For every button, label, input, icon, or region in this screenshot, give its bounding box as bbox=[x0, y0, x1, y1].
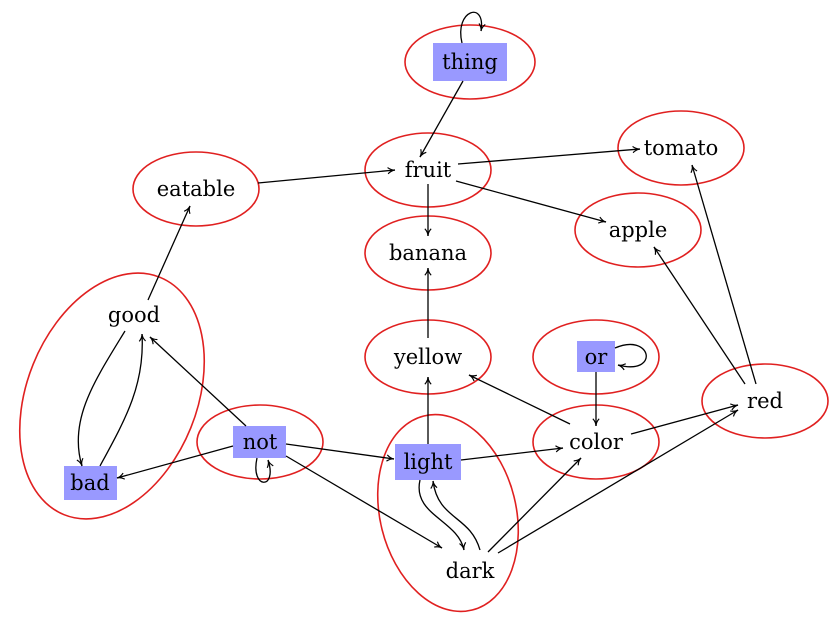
edge-color-red bbox=[630, 403, 739, 435]
node-red: red bbox=[747, 389, 783, 413]
edge-dark-red bbox=[497, 409, 739, 554]
ellipse-good-bad-group bbox=[18, 272, 206, 520]
ellipse-thing bbox=[404, 24, 536, 100]
edge-thing-fruit bbox=[419, 80, 464, 158]
ellipse-red bbox=[701, 363, 829, 439]
node-bad: bad bbox=[70, 471, 109, 495]
edge-good-eatable bbox=[147, 205, 191, 301]
edges bbox=[76, 11, 757, 554]
node-or: or bbox=[585, 345, 609, 369]
edge-not-self bbox=[255, 457, 274, 483]
edge-bad-good bbox=[99, 333, 146, 467]
edge-not-bad bbox=[116, 445, 234, 480]
node-labels: thing fruit tomato eatable banana apple … bbox=[70, 50, 783, 583]
node-yellow: yellow bbox=[393, 345, 462, 369]
ellipse-not bbox=[196, 404, 324, 480]
node-fruit: fruit bbox=[405, 158, 452, 182]
highlight-boxes bbox=[64, 43, 615, 500]
edge-not-light bbox=[285, 443, 395, 462]
node-color: color bbox=[569, 430, 624, 454]
edge-not-good bbox=[149, 336, 247, 427]
edge-fruit-apple bbox=[455, 180, 607, 224]
box-thing bbox=[433, 43, 507, 81]
edge-dark-color bbox=[487, 457, 582, 553]
node-not: not bbox=[243, 430, 278, 454]
edge-or-self bbox=[614, 343, 647, 371]
node-banana: banana bbox=[389, 241, 467, 265]
node-tomato: tomato bbox=[644, 136, 719, 160]
edge-red-apple bbox=[653, 246, 746, 385]
ellipse-apple bbox=[574, 192, 702, 268]
node-thing: thing bbox=[442, 50, 498, 74]
edge-good-bad bbox=[76, 330, 126, 467]
ellipse-eatable bbox=[132, 151, 260, 227]
box-bad bbox=[64, 466, 117, 500]
edge-eatable-fruit bbox=[257, 167, 396, 184]
node-good: good bbox=[108, 303, 160, 327]
ellipse-tomato bbox=[617, 110, 745, 186]
node-apple: apple bbox=[609, 218, 668, 242]
edge-dark-light bbox=[430, 480, 481, 551]
edge-fruit-tomato bbox=[457, 145, 641, 165]
edge-red-tomato bbox=[690, 164, 757, 385]
box-or bbox=[577, 341, 615, 372]
edge-not-dark bbox=[285, 455, 443, 549]
edge-light-color bbox=[460, 445, 564, 461]
node-light: light bbox=[404, 450, 453, 474]
edge-thing-self bbox=[460, 11, 486, 44]
ellipse-light-dark-group bbox=[376, 413, 520, 613]
box-not bbox=[233, 426, 286, 458]
edge-color-yellow bbox=[468, 374, 571, 425]
node-dark: dark bbox=[446, 559, 495, 583]
ellipses bbox=[18, 24, 829, 613]
node-eatable: eatable bbox=[157, 177, 236, 201]
box-light bbox=[395, 444, 461, 480]
edge-light-dark bbox=[418, 479, 467, 551]
